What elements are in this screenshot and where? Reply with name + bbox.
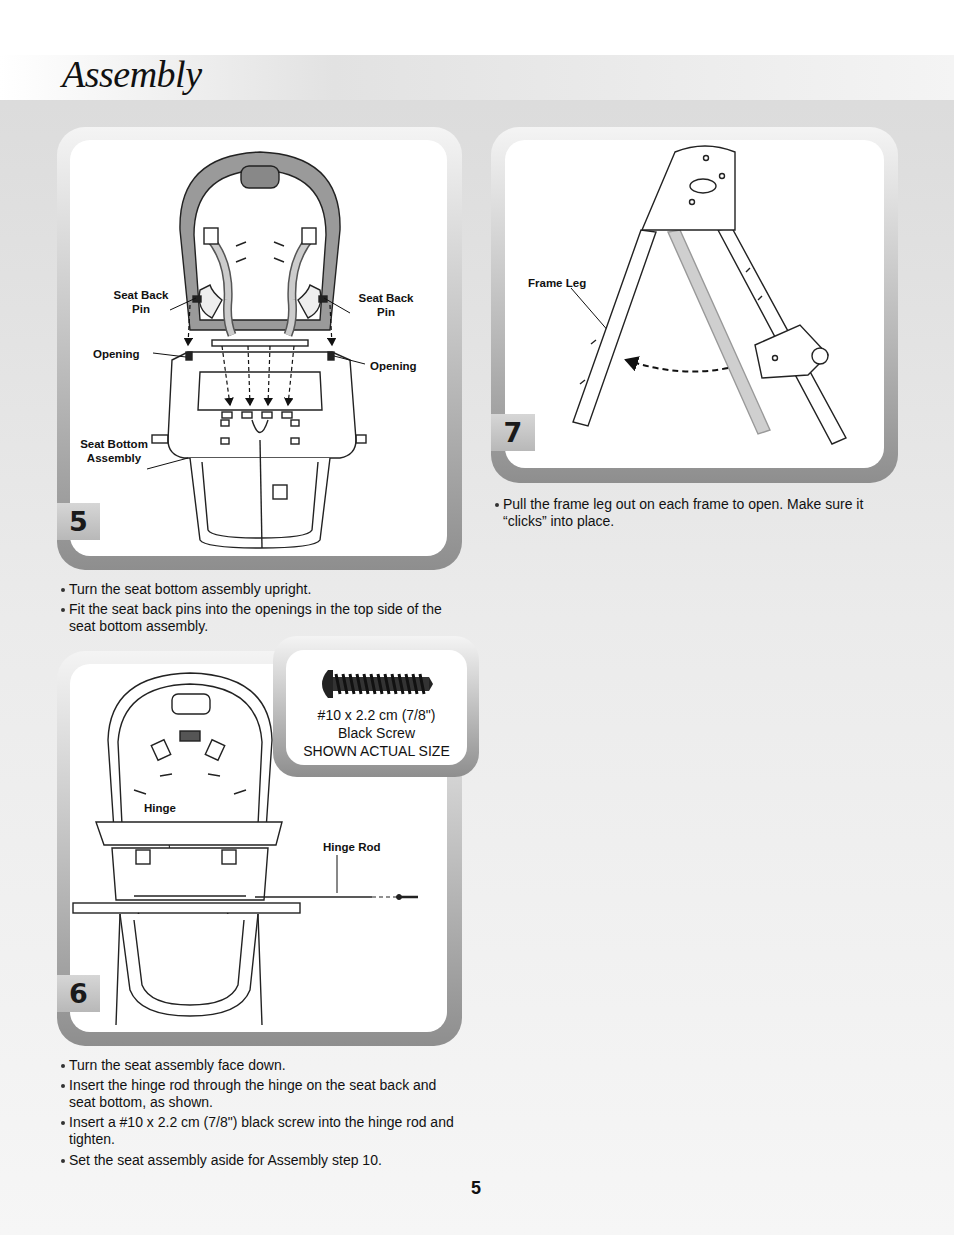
screw-spec: #10 x 2.2 cm (7/8") Black Screw (307, 706, 447, 742)
bullet (61, 1084, 65, 1088)
screw-icon (322, 670, 433, 698)
part-label: Seat Bottom Assembly (79, 437, 149, 465)
part-label: Opening (93, 347, 153, 361)
step-number: 6 (57, 975, 100, 1012)
bullet (61, 588, 65, 592)
hardware-callout: #10 x 2.2 cm (7/8") Black ScrewSHOWN ACT… (288, 702, 465, 764)
instruction: Insert a #10 x 2.2 cm (7/8") black screw… (69, 1114, 454, 1148)
page-title: Assembly (62, 52, 202, 96)
bullet (61, 608, 65, 612)
hinge-rod (255, 895, 418, 900)
panel-frame (57, 127, 462, 570)
step-number-text: 7 (504, 417, 523, 448)
panel-frame (57, 651, 462, 1046)
frame-illustration (573, 146, 846, 444)
instruction: Set the seat assembly aside for Assembly… (69, 1152, 454, 1169)
instruction: Pull the frame leg out on each frame to … (503, 496, 893, 530)
panel-inner (70, 140, 447, 556)
scale-note: SHOWN ACTUAL SIZE (294, 742, 459, 760)
panel-inner (70, 664, 447, 1032)
open-arrow (626, 360, 728, 372)
instruction: Fit the seat back pins into the openings… (69, 601, 454, 635)
panel-inner (505, 140, 884, 468)
inset-inner (286, 650, 467, 765)
part-label: Seat Back Pin (106, 288, 176, 316)
part-label: Frame Leg (528, 276, 608, 290)
step-number-text: 6 (69, 978, 88, 1009)
part-label: Seat Back Pin (351, 291, 421, 319)
instruction: Insert the hinge rod through the hinge o… (69, 1077, 454, 1111)
instruction: Turn the seat bottom assembly upright. (69, 581, 454, 598)
top-margin (0, 0, 954, 55)
part-label: Hinge Rod (323, 840, 403, 854)
part-label: Opening (370, 359, 430, 373)
bullet (61, 1121, 65, 1125)
seat-bottom-illustration (152, 352, 366, 548)
part-label: Hinge (144, 801, 194, 815)
seat-back-illustration (180, 152, 340, 346)
bullet (61, 1159, 65, 1163)
seat-facedown-illustration (73, 673, 300, 1025)
inset-frame (273, 636, 479, 777)
panel-frame (491, 127, 898, 483)
step-number: 7 (491, 414, 535, 451)
insertion-arrows (188, 305, 332, 405)
instruction: Turn the seat assembly face down. (69, 1057, 454, 1074)
step-number: 5 (57, 503, 100, 540)
step-number-text: 5 (69, 506, 88, 537)
bullet (495, 503, 499, 507)
page-number: 5 (471, 1178, 501, 1199)
bullet (61, 1064, 65, 1068)
